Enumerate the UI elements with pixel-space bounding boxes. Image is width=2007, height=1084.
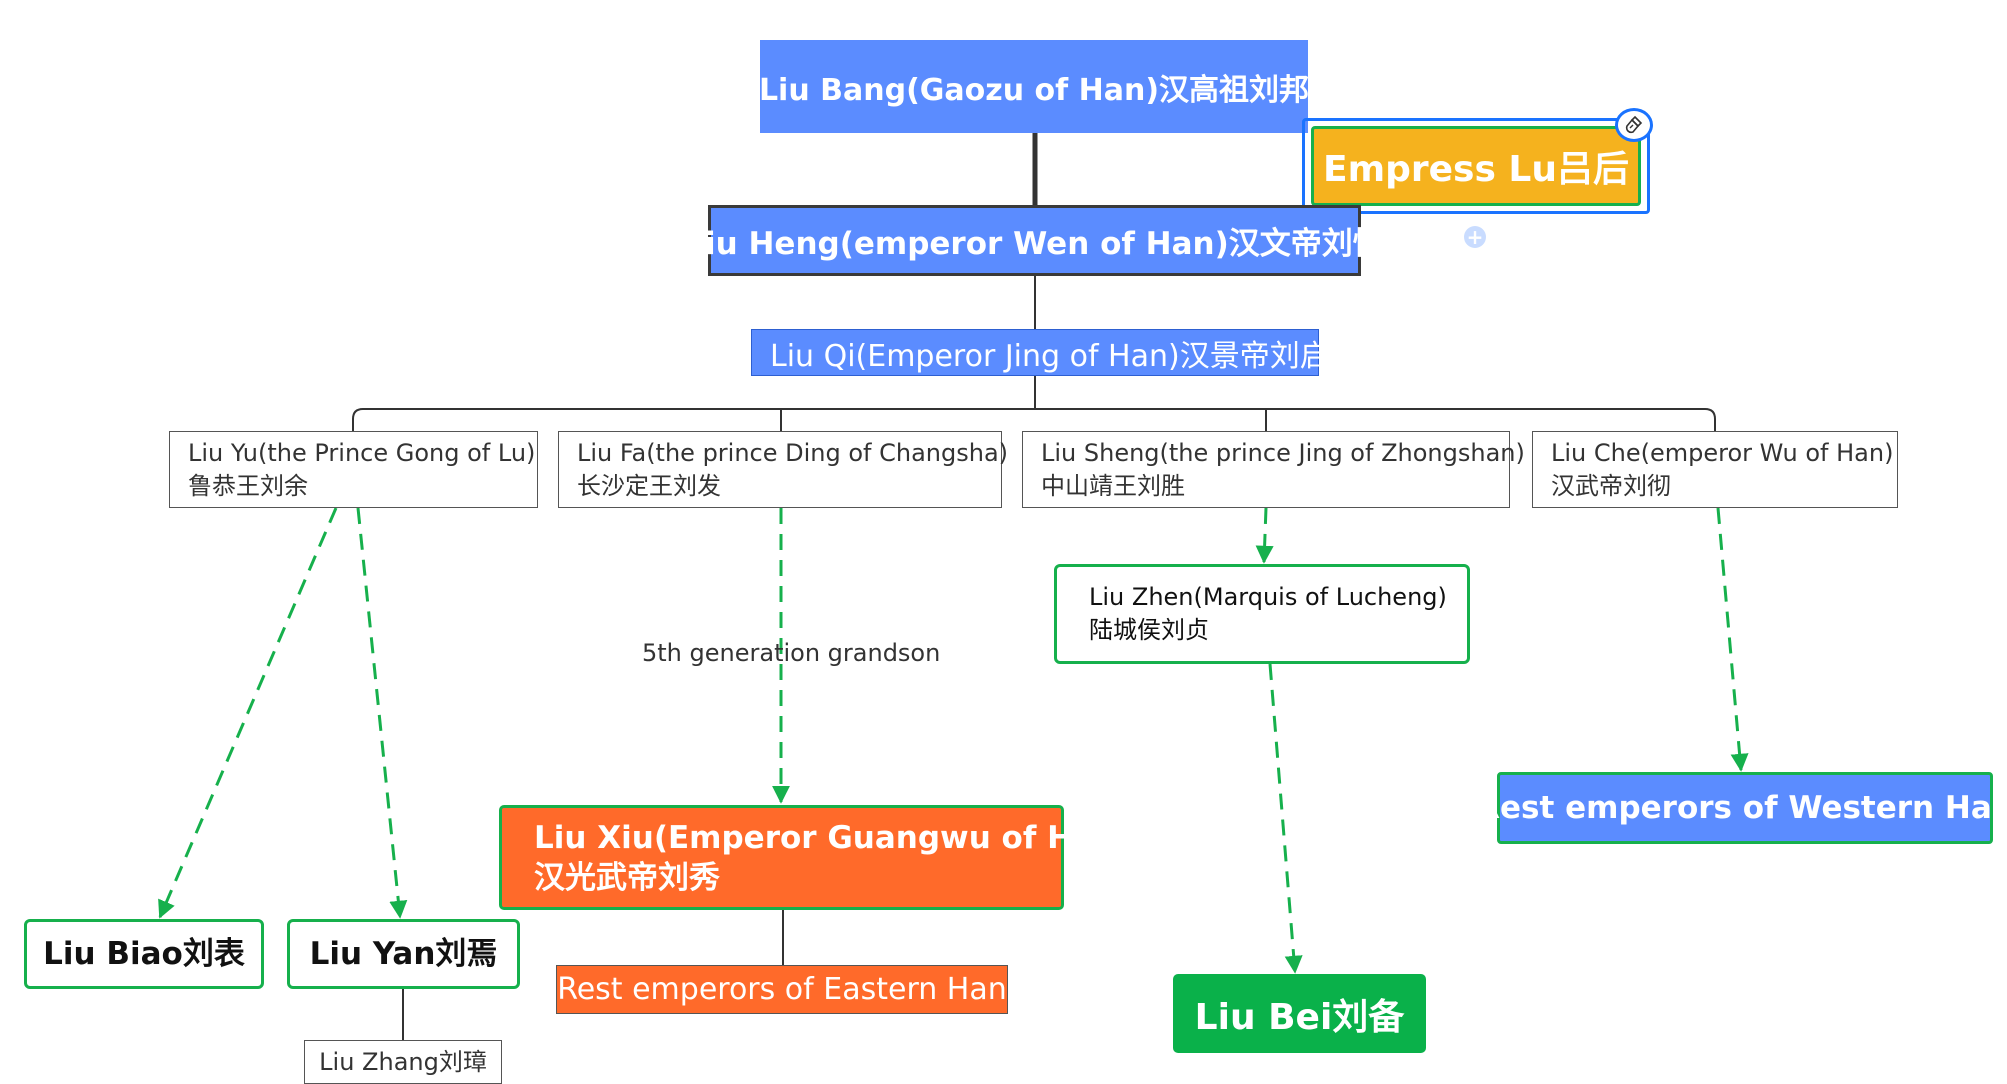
node-label-en: Liu Yu(the Prince Gong of Lu): [188, 438, 536, 467]
node-label-en: Liu Sheng(the prince Jing of Zhongshan): [1041, 438, 1525, 467]
arrow-yu-yan: [356, 507, 408, 919]
link-qi-branch: [352, 408, 1716, 431]
node-label: Rest emperors of Eastern Han: [557, 972, 1007, 1007]
node-liu-qi[interactable]: Liu Qi(Emperor Jing of Han)汉景帝刘启: [751, 329, 1330, 376]
selection-outline: [1302, 118, 1650, 214]
arrow-che-western: [1716, 507, 1749, 772]
node-label-zh: 汉武帝刘彻: [1551, 471, 1671, 500]
node-liu-zhang[interactable]: Liu Zhang刘璋: [304, 1040, 502, 1084]
node-liu-heng[interactable]: Liu Heng(emperor Wen of Han)汉文帝刘恒: [685, 205, 1384, 276]
arrow-zhen-bei: [1268, 663, 1303, 974]
arrow-yu-biao: [158, 507, 338, 919]
node-liu-yan[interactable]: Liu Yan刘焉: [287, 919, 520, 989]
node-liu-yu[interactable]: Liu Yu(the Prince Gong of Lu) 鲁恭王刘余: [169, 431, 538, 508]
node-liu-che[interactable]: Liu Che(emperor Wu of Han) 汉武帝刘彻: [1532, 431, 1898, 508]
node-label-zh: 长沙定王刘发: [577, 471, 721, 500]
node-label: Liu Zhang刘璋: [319, 1047, 487, 1076]
node-label-en: Liu Xiu(Emperor Guangwu of Han): [534, 819, 1131, 856]
node-label-zh: 鲁恭王刘余: [188, 471, 308, 500]
node-liu-bei[interactable]: Liu Bei刘备: [1173, 974, 1426, 1053]
node-label: Liu Qi(Emperor Jing of Han)汉景帝刘启: [770, 338, 1330, 374]
brush-icon[interactable]: [1615, 108, 1653, 142]
node-label: Liu Bang(Gaozu of Han)汉高祖刘邦: [758, 72, 1310, 108]
node-rest-eastern[interactable]: Rest emperors of Eastern Han: [556, 965, 1008, 1014]
node-label-en: Liu Fa(the prince Ding of Changsha): [577, 438, 1009, 467]
add-icon[interactable]: +: [1464, 226, 1486, 248]
node-label: Liu Bei刘备: [1194, 996, 1405, 1038]
node-label-zh: 中山靖王刘胜: [1041, 471, 1185, 500]
arrow-sheng-zhen: [1255, 507, 1274, 564]
node-liu-zhen[interactable]: Liu Zhen(Marquis of Lucheng) 陆城侯刘贞: [1054, 564, 1470, 664]
node-label-zh: 陆城侯刘贞: [1089, 616, 1209, 644]
node-label-en: Liu Zhen(Marquis of Lucheng): [1089, 583, 1447, 611]
node-label-zh: 汉光武帝刘秀: [534, 859, 720, 896]
node-label: Empress Lu吕后: [1322, 149, 1629, 190]
node-rest-western[interactable]: Rest emperors of Western Han: [1476, 772, 2007, 844]
brush-glyph: [1625, 115, 1643, 134]
node-liu-sheng[interactable]: Liu Sheng(the prince Jing of Zhongshan) …: [1022, 431, 1525, 508]
relationship-label: 5th generation grandson: [642, 639, 941, 667]
node-liu-bang[interactable]: Liu Bang(Gaozu of Han)汉高祖刘邦: [758, 40, 1310, 133]
node-label: Rest emperors of Western Han: [1476, 790, 2007, 826]
node-label-en: Liu Che(emperor Wu of Han): [1551, 438, 1894, 467]
node-label: Liu Yan刘焉: [309, 935, 498, 972]
node-liu-biao[interactable]: Liu Biao刘表: [24, 919, 264, 989]
node-label: Liu Biao刘表: [43, 935, 245, 972]
node-liu-xiu[interactable]: Liu Xiu(Emperor Guangwu of Han) 汉光武帝刘秀: [499, 805, 1130, 910]
node-empress-lu[interactable]: Empress Lu吕后: [1311, 126, 1641, 206]
node-label: Liu Heng(emperor Wen of Han)汉文帝刘恒: [685, 226, 1384, 262]
node-liu-fa[interactable]: Liu Fa(the prince Ding of Changsha) 长沙定王…: [558, 431, 1008, 508]
